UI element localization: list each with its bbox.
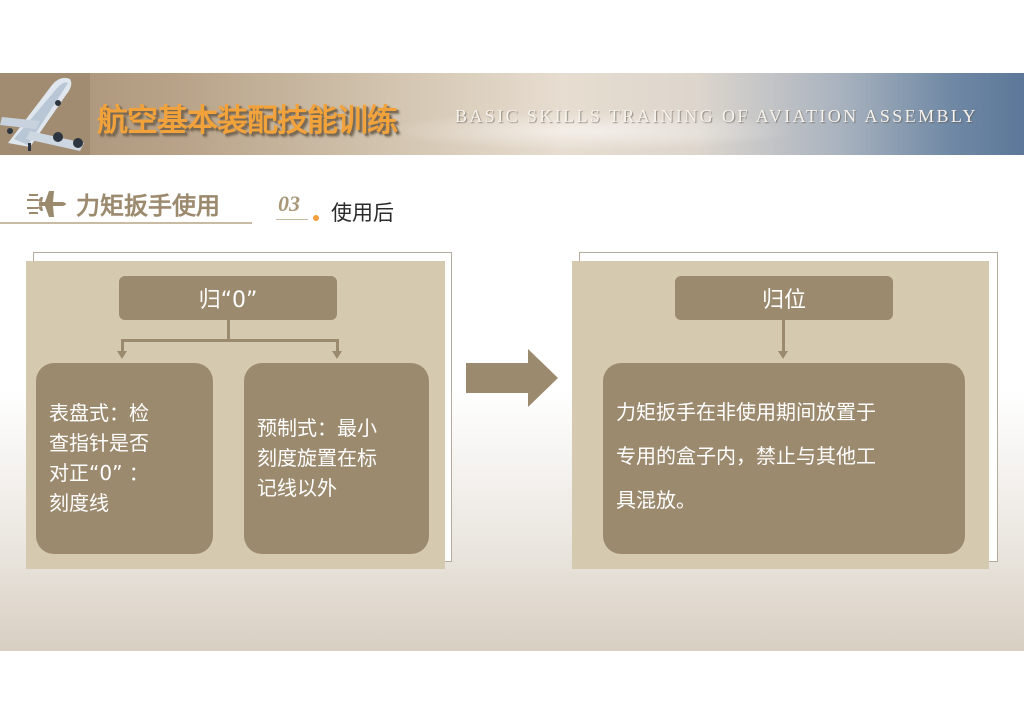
dial-type-line: 刻度线 <box>49 491 109 515</box>
dial-type-line: 对正“0” ： <box>49 461 149 485</box>
storage-instruction-line: 具混放。 <box>616 488 696 512</box>
preset-type-line: 预制式：最小 <box>257 416 377 440</box>
arrow-down-icon <box>332 351 342 359</box>
reset-zero-header: 归“0” <box>119 276 337 320</box>
cloud-decoration <box>380 111 800 151</box>
storage-instruction-box: 力矩扳手在非使用期间放置于 专用的盒子内，禁止与其他工 具混放。 <box>603 363 965 554</box>
arrow-down-icon <box>778 351 788 359</box>
step-underline <box>276 219 308 220</box>
airplane-photo-icon <box>0 73 90 155</box>
step-label: 使用后 <box>331 201 394 225</box>
dial-type-box: 表盘式：检 查指针是否 对正“0” ： 刻度线 <box>36 363 213 554</box>
preset-type-line: 刻度旋置在标 <box>257 446 377 470</box>
arrow-down-icon <box>117 351 127 359</box>
storage-instruction-line: 专用的盒子内，禁止与其他工 <box>616 444 876 468</box>
connector-left-drop <box>121 339 124 353</box>
section-divider <box>0 222 252 224</box>
right-arrow-icon <box>466 349 558 407</box>
left-panel: 归“0” 表盘式：检 查指针是否 对正“0” ： 刻度线 预制式：最小 刻度旋置… <box>26 261 445 569</box>
banner-subtitle: BASIC SKILLS TRAINING OF AVIATION ASSEMB… <box>455 106 978 126</box>
plane-icon <box>27 191 66 217</box>
section-heading: 力矩扳手使用 <box>0 181 260 227</box>
connector-horizontal <box>121 339 339 342</box>
right-panel: 归位 力矩扳手在非使用期间放置于 专用的盒子内，禁止与其他工 具混放。 <box>572 261 989 569</box>
banner-title: 航空基本装配技能训练 <box>97 103 398 139</box>
section-title: 力矩扳手使用 <box>76 192 220 220</box>
return-position-header: 归位 <box>675 276 893 320</box>
step-number: 03 <box>278 191 300 216</box>
storage-instruction-line: 力矩扳手在非使用期间放置于 <box>616 400 876 424</box>
header-banner: 航空基本装配技能训练 BASIC SKILLS TRAINING OF AVIA… <box>0 73 1024 155</box>
preset-type-line: 记线以外 <box>257 476 337 500</box>
dial-type-line: 查指针是否 <box>49 431 149 455</box>
connector-vertical <box>782 320 785 354</box>
connector-vertical <box>227 320 230 340</box>
preset-type-box: 预制式：最小 刻度旋置在标 记线以外 <box>244 363 429 554</box>
connector-right-drop <box>336 339 339 353</box>
dial-type-line: 表盘式：检 <box>49 401 149 425</box>
step-dot <box>313 215 319 221</box>
slide: 航空基本装配技能训练 BASIC SKILLS TRAINING OF AVIA… <box>0 73 1024 651</box>
